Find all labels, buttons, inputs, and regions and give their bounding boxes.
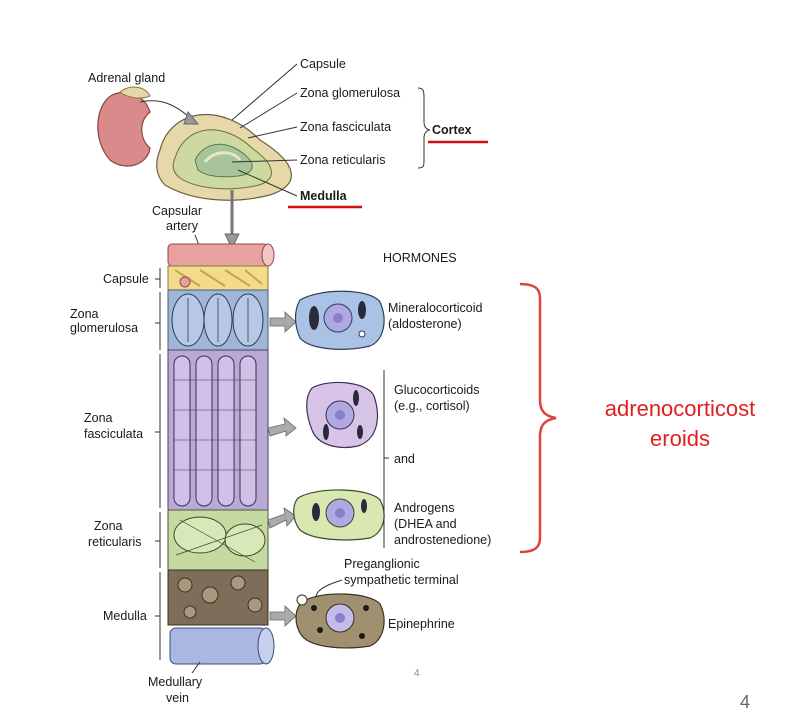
label-mineralo-1: Mineralocorticoid xyxy=(388,301,483,315)
gland-cross-section-icon xyxy=(156,114,292,201)
label-zr-left-2: reticularis xyxy=(88,535,142,549)
label-zg-left-2: glomerulosa xyxy=(70,321,138,335)
label-epinephrine: Epinephrine xyxy=(388,617,455,631)
label-capsular-artery-1: Capsular xyxy=(152,204,202,218)
mineralocorticoid-cell-icon xyxy=(294,290,385,350)
label-cortex: Cortex xyxy=(432,123,472,137)
fasciculata-layer xyxy=(167,349,269,511)
label-zf-left-2: fasciculata xyxy=(84,427,143,441)
label-capsule-left: Capsule xyxy=(103,272,149,286)
label-adrenal-gland: Adrenal gland xyxy=(88,71,165,85)
kidney-icon xyxy=(97,86,151,167)
annotation-line-2: eroids xyxy=(650,426,710,451)
label-zr-left-1: Zona xyxy=(94,519,123,533)
label-medullary-vein-2: vein xyxy=(166,691,189,705)
label-and: and xyxy=(394,452,415,466)
label-zona-reticularis-top: Zona reticularis xyxy=(300,153,385,167)
label-andro-3: androstenedione) xyxy=(394,533,491,547)
label-medullary-vein-1: Medullary xyxy=(148,675,203,689)
label-andro-1: Androgens xyxy=(394,501,454,515)
glucocorticoid-cell-icon xyxy=(306,381,379,449)
annotation-line-1: adrenocorticost xyxy=(605,396,755,421)
epinephrine-cell-icon xyxy=(295,593,385,649)
label-medulla-left: Medulla xyxy=(103,609,147,623)
label-capsule-top: Capsule xyxy=(300,57,346,71)
androgen-cell-icon xyxy=(293,489,385,541)
label-medulla-top: Medulla xyxy=(300,189,348,203)
small-page-number: 4 xyxy=(414,668,420,679)
label-gluco-1: Glucocorticoids xyxy=(394,383,479,397)
reticularis-layer xyxy=(167,509,269,571)
label-gluco-2: (e.g., cortisol) xyxy=(394,399,470,413)
capsular-artery-icon xyxy=(167,243,275,267)
label-zg-left-1: Zona xyxy=(70,307,99,321)
cortex-brace xyxy=(417,87,431,169)
medulla-layer xyxy=(167,569,269,626)
annotation-brace xyxy=(519,282,557,554)
capsule-band xyxy=(167,265,269,291)
label-zona-fasciculata-top: Zona fasciculata xyxy=(300,120,391,134)
glomerulosa-layer xyxy=(167,289,269,351)
arrows xyxy=(267,311,297,627)
label-capsular-artery-2: artery xyxy=(166,219,199,233)
medullary-vein-icon xyxy=(169,627,275,665)
label-zf-left-1: Zona xyxy=(84,411,113,425)
label-zona-glomerulosa-top: Zona glomerulosa xyxy=(300,86,400,100)
label-pregang-2: sympathetic terminal xyxy=(344,573,459,587)
label-pregang-1: Preganglionic xyxy=(344,557,420,571)
preganglionic-leader xyxy=(315,579,343,597)
label-hormones: HORMONES xyxy=(383,251,457,265)
label-mineralo-2: (aldosterone) xyxy=(388,317,462,331)
slide-number: 4 xyxy=(740,692,750,712)
label-andro-2: (DHEA and xyxy=(394,517,457,531)
